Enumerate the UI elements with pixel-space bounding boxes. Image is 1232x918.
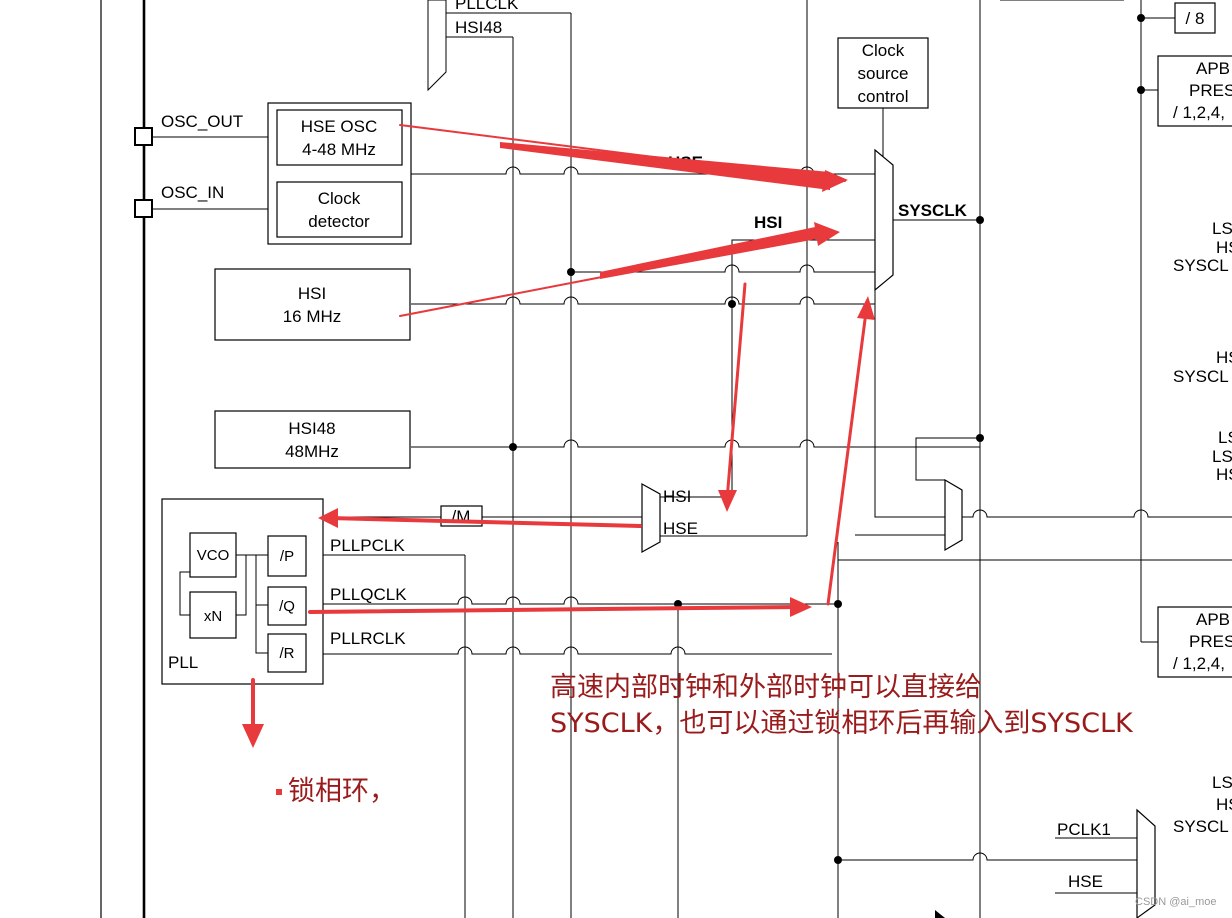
div-p-label: /P xyxy=(280,548,294,565)
pll-internal-wiring xyxy=(179,554,268,654)
hsi-line2: 16 MHz xyxy=(283,307,342,326)
svg-text:HS: HS xyxy=(1216,795,1232,814)
pllclk-top-label: PLLCLK xyxy=(455,0,519,13)
bottom-mux xyxy=(1136,808,1156,918)
frame-lines xyxy=(100,0,1142,918)
sysclk-mux xyxy=(874,148,894,292)
svg-text:LS: LS xyxy=(1212,219,1232,238)
bottom-hse-label: HSE xyxy=(1068,872,1103,891)
pllrclk-label: PLLRCLK xyxy=(330,629,406,648)
apb1-prescaler-block xyxy=(1157,55,1232,127)
annotation-note-line1: 高速内部时钟和外部时钟可以直接给 xyxy=(550,672,982,703)
pclk1-label: PCLK1 xyxy=(1057,820,1111,839)
apb2-line3: / 1,2,4, xyxy=(1173,654,1225,673)
sysclk-signal-label: SYSCLK xyxy=(898,201,968,220)
div-r-label: /R xyxy=(280,645,295,662)
clock-source-control-block xyxy=(837,37,929,109)
hsi-signal-label: HSI xyxy=(754,213,782,232)
svg-text:HS: HS xyxy=(1216,465,1232,484)
svg-text:LS: LS xyxy=(1212,773,1232,792)
apb2-line1: APB xyxy=(1196,610,1230,629)
annotation-note-line2: SYSCLK，也可以通过锁相环后再输入到SYSCLK xyxy=(550,708,1134,739)
svg-text:HS: HS xyxy=(1216,238,1232,257)
right-edge-labels: LS HS SYSCL HS SYSCL LS LS HS LS HS SYSC… xyxy=(1173,219,1232,836)
apb1-line3: / 1,2,4, xyxy=(1173,103,1225,122)
annotation-arrows xyxy=(242,124,875,795)
pll-annotation-note: 锁相环， xyxy=(288,776,396,807)
hse-osc-line2: 4-48 MHz xyxy=(302,140,376,159)
pll-mux-hse-label: HSE xyxy=(663,519,698,538)
clock-detector-line2: detector xyxy=(308,212,370,231)
xn-label: xN xyxy=(204,608,222,625)
apb1-line2: PRES xyxy=(1189,81,1232,100)
osc-in-label: OSC_IN xyxy=(161,183,224,202)
clock-detector-line1: Clock xyxy=(318,189,361,208)
pllqclk-label: PLLQCLK xyxy=(330,585,407,604)
apb2-line2: PRES xyxy=(1189,632,1232,651)
top-bus-labels: PLLCLK HSI48 xyxy=(455,0,519,37)
svg-text:SYSCL: SYSCL xyxy=(1173,367,1229,386)
hsi48-line1: HSI48 xyxy=(288,419,335,438)
bottom-partial-mux xyxy=(935,910,945,918)
csc-line1: Clock xyxy=(862,41,905,60)
svg-text:SYSCL: SYSCL xyxy=(1173,817,1229,836)
csc-line3: control xyxy=(857,87,908,106)
hsi48-line2: 48MHz xyxy=(285,442,339,461)
osc-pins xyxy=(134,127,268,218)
csc-line2: source xyxy=(857,64,908,83)
right-mux xyxy=(944,478,963,552)
apb1-line1: APB xyxy=(1196,59,1230,78)
hsi-block xyxy=(214,268,411,341)
div8-label: / 8 xyxy=(1186,9,1205,28)
svg-text:HS: HS xyxy=(1216,348,1232,367)
pll-mux-hsi-label: HSI xyxy=(663,487,691,506)
svg-text:LS: LS xyxy=(1218,428,1232,447)
pll-label: PLL xyxy=(168,653,198,672)
watermark: CSDN @ai_moe xyxy=(1135,896,1216,908)
hsi-line1: HSI xyxy=(298,284,326,303)
hse-osc-block xyxy=(267,102,412,245)
vco-label: VCO xyxy=(197,547,230,564)
apb2-prescaler-block xyxy=(1157,606,1232,678)
bus-lines xyxy=(427,0,981,918)
pll-block xyxy=(161,498,324,685)
hse-osc-line1: HSE OSC xyxy=(301,117,378,136)
div8-block xyxy=(1174,2,1216,34)
pll-source-mux xyxy=(641,482,661,554)
svg-text:LS: LS xyxy=(1212,447,1232,466)
div-q-label: /Q xyxy=(279,598,295,615)
hsi48-bus-label: HSI48 xyxy=(455,18,502,37)
junction-dots xyxy=(509,14,1145,864)
osc-out-label: OSC_OUT xyxy=(161,112,243,131)
hsi48-block xyxy=(214,410,411,469)
svg-text:SYSCL: SYSCL xyxy=(1173,256,1229,275)
pllpclk-label: PLLPCLK xyxy=(330,536,405,555)
